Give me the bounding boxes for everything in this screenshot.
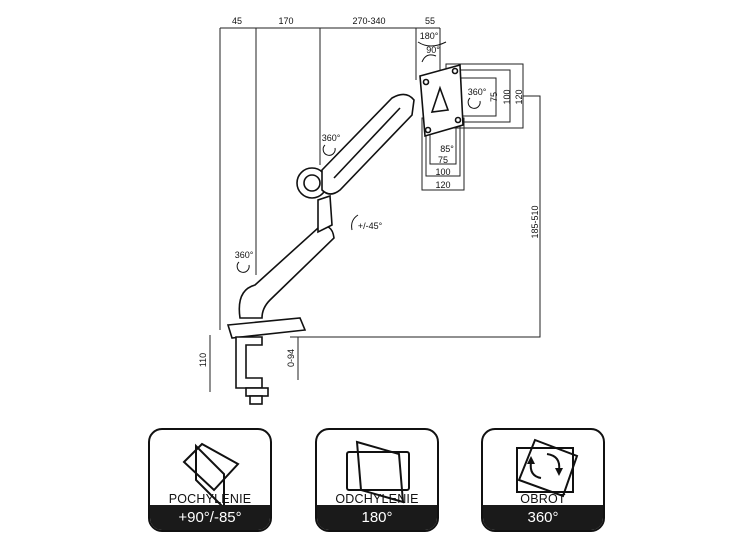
- tilt-85-label: 85°: [440, 144, 454, 154]
- vesa-bottom-120: 120: [435, 180, 450, 190]
- dim-45: 45: [232, 16, 242, 26]
- upper-joint-rotate-label: 360°: [322, 133, 341, 143]
- swivel-icon: [346, 440, 410, 504]
- vesa-side-120: 120: [514, 89, 524, 104]
- tilt-180-label: 180°: [420, 31, 439, 41]
- dim-270-340: 270-340: [352, 16, 385, 26]
- feature-tilt: POCHYLENIE +90°/-85°: [148, 428, 272, 532]
- feature-value: 180°: [317, 505, 437, 530]
- lower-joint-rotate-label: 360°: [235, 250, 254, 260]
- vesa-bottom-100: 100: [435, 167, 450, 177]
- plate-rotate-label: 360°: [468, 87, 487, 97]
- monitor-arm: [226, 63, 464, 405]
- elbow-tilt-label: +/-45°: [358, 221, 383, 231]
- rotate-icon: [516, 438, 579, 498]
- rotation-arrows: [236, 41, 481, 273]
- vesa-side-100: 100: [502, 89, 512, 104]
- feature-label: POCHYLENIE: [168, 492, 252, 506]
- dim-170: 170: [278, 16, 293, 26]
- feature-label: OBRÓT: [520, 492, 566, 506]
- vesa-bottom-75: 75: [438, 155, 448, 165]
- monitor-arm-diagram: 45 170 270-340 55 180° 90° 360° 85° 75 1…: [198, 16, 541, 405]
- feature-rotate: OBRÓT 360°: [481, 428, 605, 532]
- feature-value: 360°: [483, 505, 603, 530]
- height-range-label: 185-510: [530, 205, 540, 238]
- clamp-range-label: 0-94: [286, 349, 296, 367]
- feature-label: ODCHYLENIE: [335, 492, 419, 506]
- feature-swivel: ODCHYLENIE 180°: [315, 428, 439, 532]
- feature-value: +90°/-85°: [150, 505, 270, 530]
- vesa-side-75: 75: [489, 92, 499, 102]
- base-height-label: 110: [198, 353, 208, 367]
- dim-55: 55: [425, 16, 435, 26]
- tilt-90-label: 90°: [426, 45, 440, 55]
